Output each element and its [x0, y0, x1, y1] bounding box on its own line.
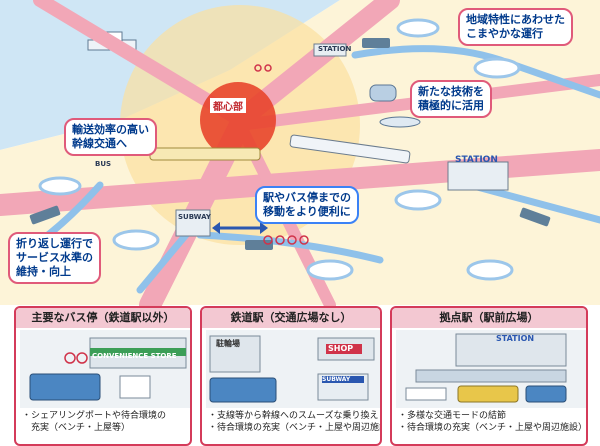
hub-label: 都心部	[210, 98, 246, 113]
autonomous-vehicle-icon	[370, 85, 396, 101]
callout-text: 輸送効率の高い	[72, 123, 149, 137]
subway-sign: SUBWAY	[322, 376, 350, 383]
panel-bullets: ・シェアリングポートや待合環境の 充実（ベンチ・上屋等）	[22, 410, 186, 434]
panel-bullets: ・支線等から幹線へのスムーズな乗り換え ・待合環境の充実（ベンチ・上屋や周辺施設…	[208, 410, 376, 434]
panel-hub-station: 拠点駅（駅前広場） STATION ・多様な交通モードの結節 ・待合環境の充実（…	[390, 306, 588, 446]
panel-railway-station: 鉄道駅（交通広場なし） 駐輪場 SHOP SUBWAY ・支線等から幹線へのスム…	[200, 306, 382, 446]
panel-title: 主要なバス停（鉄道駅以外）	[16, 308, 190, 328]
station-sign: STATION	[496, 334, 534, 343]
callout-text: 積極的に活用	[418, 99, 484, 113]
panel-title: 拠点駅（駅前広場）	[392, 308, 586, 328]
callout-access-improvement: 駅やバス停までの 移動をより便利に	[255, 186, 359, 224]
callout-turnaround-service: 折り返し運行で サービス水準の 維持・向上	[8, 232, 101, 284]
bullet-line: ・シェアリングポートや待合環境の	[22, 410, 186, 422]
convenience-store-sign: CONVENIENCE STORE	[92, 352, 177, 360]
airplane-icon	[380, 117, 420, 127]
main-station-label: STATION	[455, 155, 498, 165]
callout-text: 折り返し運行で	[16, 237, 93, 251]
bullet-line: ・待合環境の充実（ベンチ・上屋や周辺施設）	[398, 422, 582, 434]
subway-label: SUBWAY	[178, 213, 211, 221]
top-station-label: STATION	[318, 45, 351, 53]
callout-text: こまやかな運行	[466, 27, 565, 41]
panel-title: 鉄道駅（交通広場なし）	[202, 308, 380, 328]
callout-text: 移動をより便利に	[263, 205, 351, 219]
callout-text: 駅やバス停までの	[263, 191, 351, 205]
panel-bullets: ・多様な交通モードの結節 ・待合環境の充実（ベンチ・上屋や周辺施設）	[398, 410, 582, 434]
callout-text: 地域特性にあわせた	[466, 13, 565, 27]
callout-text: 幹線交通へ	[72, 137, 149, 151]
panel-major-bus-stop: 主要なバス停（鉄道駅以外） CONVENIENCE STORE ・シェアリングポ…	[14, 306, 192, 446]
bullet-line: ・多様な交通モードの結節	[398, 410, 582, 422]
bus-stop-label: BUS	[95, 160, 111, 168]
bullet-line: ・支線等から幹線へのスムーズな乗り換え	[208, 410, 376, 422]
shop-sign: SHOP	[328, 344, 353, 353]
callout-new-technology: 新たな技術を 積極的に活用	[410, 80, 492, 118]
callout-trunk-transit: 輸送効率の高い 幹線交通へ	[64, 118, 157, 156]
callout-text: サービス水準の	[16, 251, 93, 265]
bus-stop-scene	[20, 330, 190, 408]
callout-regional-service: 地域特性にあわせた こまやかな運行	[458, 8, 573, 46]
city-center-hub	[200, 82, 276, 158]
main-station	[448, 162, 508, 190]
callout-text: 維持・向上	[16, 265, 93, 279]
bullet-line: ・待合環境の充実（ベンチ・上屋や周辺施設）	[208, 422, 376, 434]
bike-parking-sign: 駐輪場	[216, 338, 240, 349]
callout-text: 新たな技術を	[418, 85, 484, 99]
hub-station-scene	[396, 330, 586, 408]
bullet-line: 充実（ベンチ・上屋等）	[22, 422, 186, 434]
